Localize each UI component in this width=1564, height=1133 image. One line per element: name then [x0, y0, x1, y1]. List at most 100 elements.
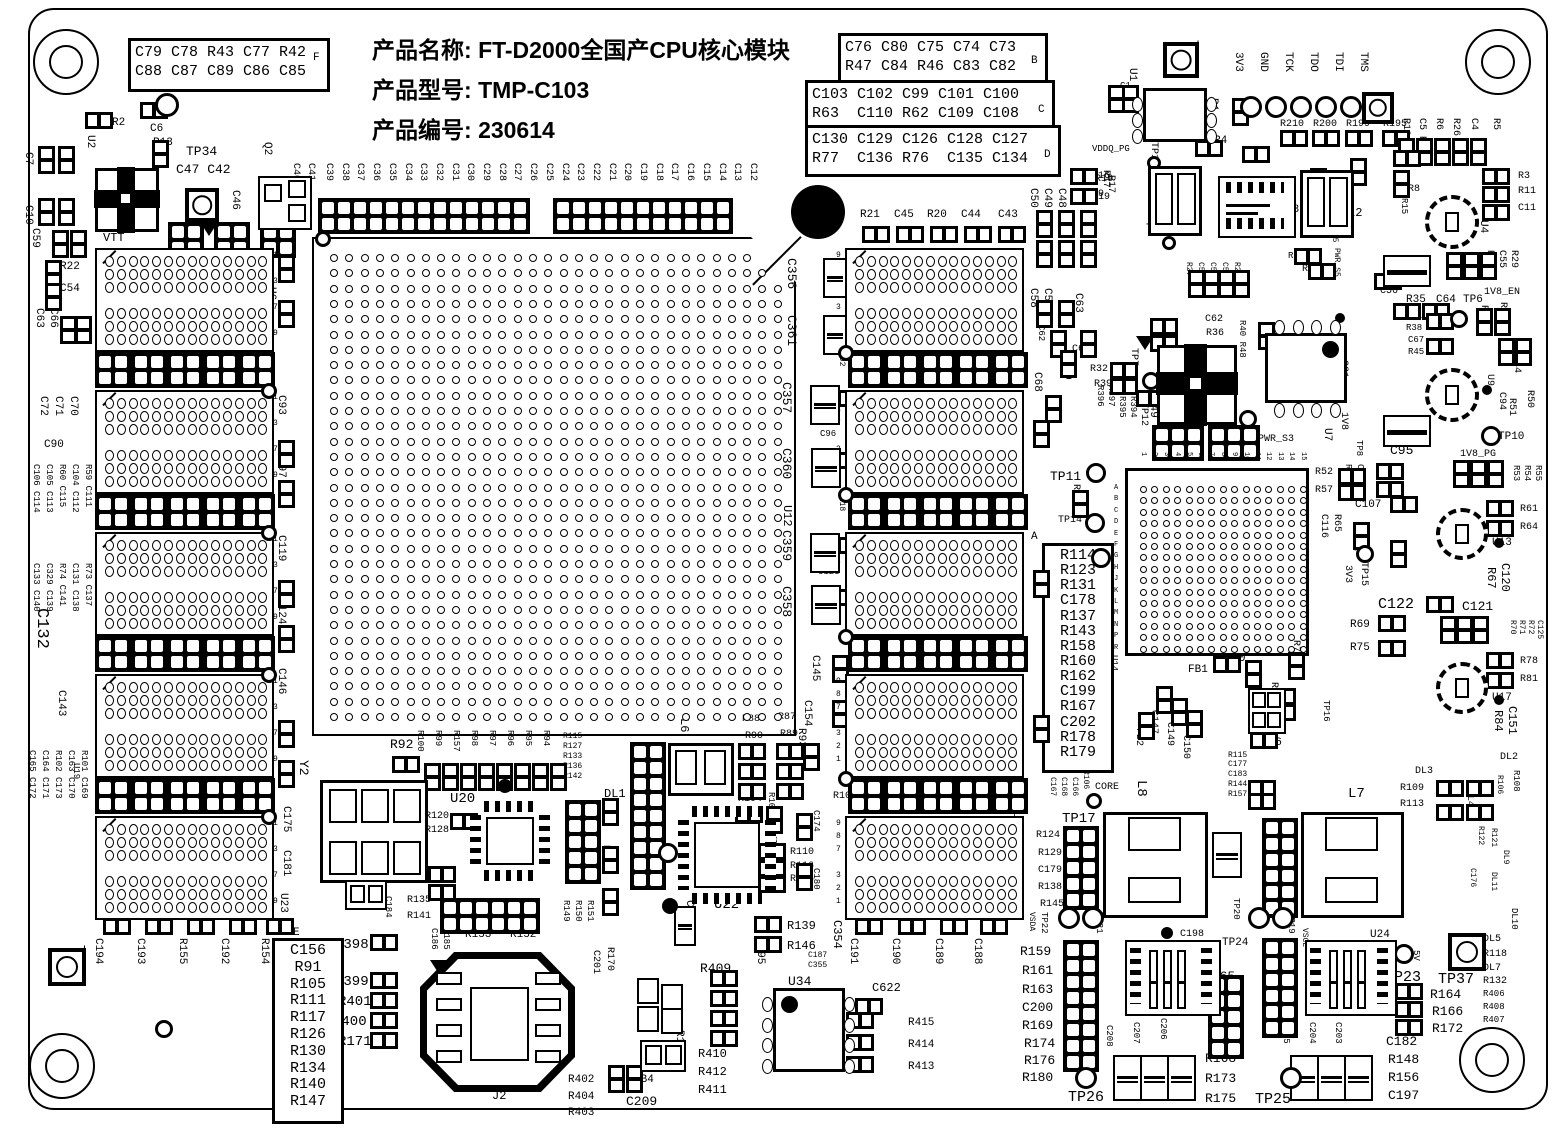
pad-oval [152, 411, 162, 422]
bga-pad [1140, 634, 1147, 642]
pad-oval [937, 682, 947, 693]
bga-pad [544, 560, 553, 568]
bga-pad [743, 361, 752, 370]
pad-oval [211, 605, 221, 616]
refdes-label: R70 [1508, 620, 1517, 635]
pad-oval [164, 902, 173, 913]
connector-pad-bank [848, 636, 884, 672]
bga-pad [681, 391, 690, 400]
refdes-label: U23 [277, 893, 289, 913]
connector-pad-bank [956, 494, 992, 530]
pad-oval [187, 837, 197, 848]
bga-pad [773, 345, 782, 354]
bga-pad [467, 544, 476, 553]
chip-component-pads [278, 255, 295, 283]
bga-pad [1219, 486, 1227, 493]
pad-oval [223, 269, 232, 280]
pad-oval [211, 540, 221, 551]
pad-oval [187, 450, 197, 461]
refdes-label: C208 [1104, 1025, 1114, 1047]
chip-component-pads [370, 934, 398, 951]
bga-pad [559, 605, 568, 614]
bga-pad [1231, 588, 1239, 596]
pad-oval [258, 269, 268, 280]
pad-oval [105, 760, 114, 771]
pad-oval [223, 566, 232, 577]
bar [1343, 981, 1352, 1010]
refdes-label: C106 C114 [31, 464, 41, 513]
bga-pad [452, 468, 461, 477]
bga-pad [360, 621, 369, 630]
bga-pad [467, 391, 476, 400]
pad-oval [128, 463, 138, 474]
pad-oval [105, 695, 114, 706]
chip-component-pads [1494, 308, 1511, 336]
pad-oval [211, 695, 221, 706]
bga-pad [773, 697, 782, 706]
bga-pad [483, 345, 491, 354]
bga-pad [330, 376, 338, 385]
pad-oval [223, 411, 232, 422]
refdes-label: DL7 [1483, 963, 1502, 974]
bga-pad [712, 651, 721, 660]
pad-oval [984, 334, 994, 345]
pad-oval [925, 463, 935, 474]
cap-bar [815, 603, 837, 607]
chip-component-pads [85, 112, 113, 129]
bga-pad [1151, 486, 1159, 493]
pad-oval [890, 398, 900, 409]
pin-number: 3 [273, 419, 278, 428]
bga-pad [513, 391, 522, 400]
pad-oval [996, 902, 1006, 913]
pad-oval [1008, 411, 1018, 422]
qfn-round-footprint [1425, 195, 1479, 249]
bga-pad [712, 345, 721, 354]
pad-oval [984, 566, 994, 577]
pad-oval [973, 334, 982, 345]
pin-number: 3 [836, 729, 841, 738]
chip-component-pads [1440, 616, 1457, 644]
bga-pad [1151, 554, 1159, 562]
bga-pad [681, 498, 690, 507]
pad-oval [878, 566, 888, 577]
connector-pad-bank [884, 494, 920, 530]
pad-oval [914, 902, 923, 913]
refdes-label: R395 [1117, 396, 1127, 418]
pad-oval [199, 334, 209, 345]
refdes-label: R20 [927, 209, 947, 221]
refdes-label: R87 [778, 712, 797, 723]
chip-component-pads [1395, 983, 1423, 1000]
bga-pad [513, 284, 522, 293]
bga-pad [620, 376, 629, 385]
bga-pad [437, 682, 446, 691]
pad-oval [961, 760, 971, 771]
bga-pad [574, 468, 583, 477]
pad-oval [855, 747, 864, 758]
pad-oval [105, 747, 114, 758]
pad-oval [866, 695, 876, 706]
chip-component-pads [1393, 150, 1421, 167]
refdes-label: R159 [1020, 944, 1052, 959]
pad [535, 1024, 561, 1037]
bga-pad [437, 452, 446, 461]
bga-pad [712, 605, 721, 614]
bga-pad [1299, 611, 1307, 619]
bga-pad [574, 682, 583, 691]
pad-oval [234, 824, 244, 835]
chip-component-pads [1308, 263, 1336, 280]
bga-pad [1185, 531, 1193, 539]
bga-pad [712, 713, 721, 721]
bga-pad [1265, 486, 1273, 493]
pad-oval [866, 540, 876, 551]
pad-oval [199, 760, 209, 771]
connector-pad-bank [95, 494, 131, 530]
refdes-label: C48 [1055, 188, 1067, 208]
bga-pad [360, 376, 369, 385]
refdes-label: C186 [429, 928, 439, 950]
bga-pad [498, 345, 507, 354]
pad-oval [246, 760, 256, 771]
pad-oval [164, 708, 173, 719]
bga-pad [437, 361, 446, 370]
pad-oval [187, 618, 197, 629]
pad-oval [175, 282, 185, 293]
